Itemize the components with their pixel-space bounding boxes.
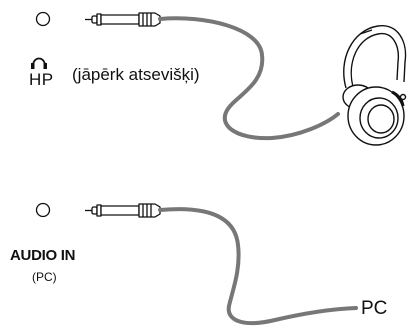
audio-in-jack-plug-icon bbox=[85, 203, 161, 218]
hp-jack-plug-icon bbox=[85, 12, 161, 27]
audio-in-port-label: AUDIO IN bbox=[10, 247, 76, 264]
headphones-icon bbox=[342, 25, 407, 146]
pc-device-label: PC bbox=[361, 298, 388, 319]
hp-port-label: HP bbox=[29, 70, 54, 89]
audio-in-port-indicator bbox=[35, 202, 51, 218]
hp-cable bbox=[158, 16, 340, 141]
hp-port-indicator bbox=[35, 11, 51, 27]
audio-in-port-sublabel: (PC) bbox=[32, 270, 57, 284]
audio-in-cable bbox=[158, 207, 358, 326]
hp-purchase-note: (jāpērk atsevišķi) bbox=[72, 65, 200, 84]
headphone-icon bbox=[31, 57, 47, 69]
